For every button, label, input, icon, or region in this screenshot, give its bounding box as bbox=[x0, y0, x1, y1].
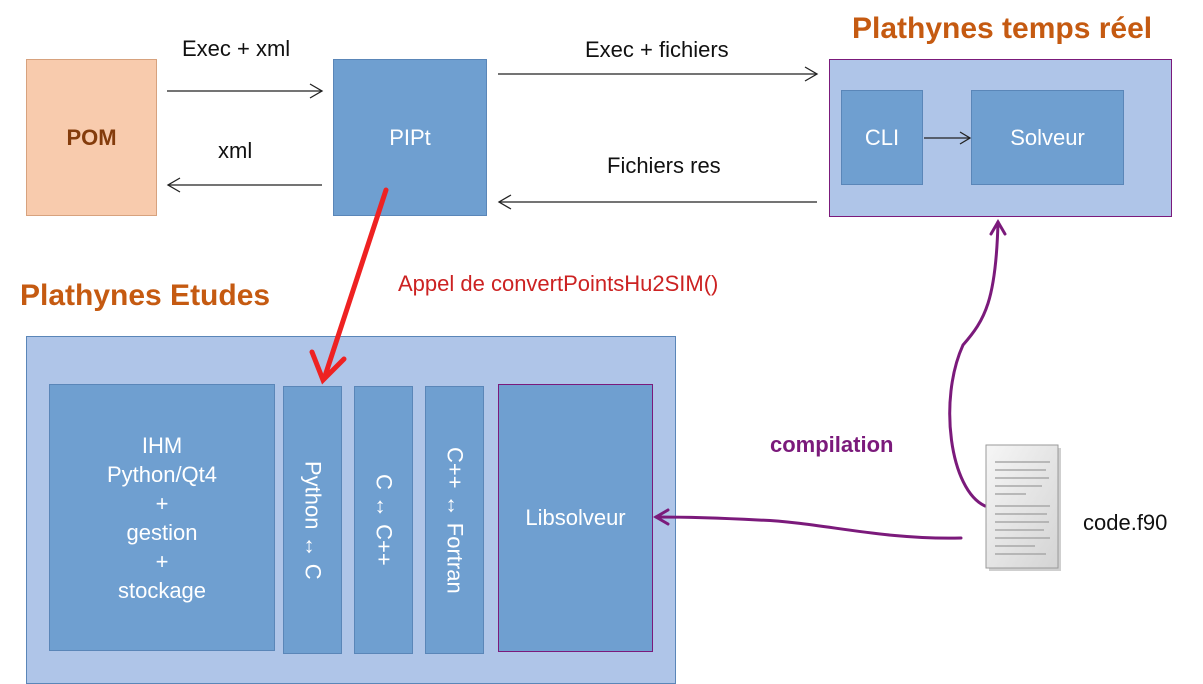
ihm-line: Python/Qt4 bbox=[106, 461, 218, 487]
edge-label-exec-fichiers: Exec + fichiers bbox=[585, 37, 729, 62]
ihm-line: stockage bbox=[117, 577, 207, 603]
arrow-exec-fichiers bbox=[498, 66, 819, 82]
edge-label-exec-xml: Exec + xml bbox=[182, 36, 291, 61]
edge-label-compilation: compilation bbox=[770, 432, 894, 457]
node-solveur-label: Solveur bbox=[1010, 124, 1085, 150]
ihm-line: + bbox=[155, 548, 169, 574]
node-cli-label: CLI bbox=[864, 124, 900, 150]
arrow-fichiers-res bbox=[497, 194, 817, 210]
ihm-line: IHM bbox=[141, 432, 183, 458]
node-pipt-label: PIPt bbox=[389, 124, 431, 150]
edge-label-appel: Appel de convertPointsHu2SIM() bbox=[398, 271, 719, 296]
node-pom[interactable]: POM bbox=[26, 59, 157, 216]
node-pipt[interactable]: PIPt bbox=[333, 59, 487, 216]
document-icon bbox=[985, 444, 1061, 571]
node-python-c[interactable]: Python ↔ C bbox=[283, 386, 342, 654]
node-c-cpp[interactable]: C ↔ C++ bbox=[354, 386, 413, 654]
node-ihm[interactable]: IHM Python/Qt4 + gestion + stockage bbox=[49, 384, 275, 651]
node-cpp-fortran-label: C++ ↔ Fortran bbox=[442, 446, 468, 594]
arrow-compilation-libsolveur bbox=[653, 508, 963, 540]
node-cli[interactable]: CLI bbox=[841, 90, 923, 185]
arrow-appel-red bbox=[309, 187, 389, 385]
node-cpp-fortran[interactable]: C++ ↔ Fortran bbox=[425, 386, 484, 654]
node-pom-label: POM bbox=[66, 124, 117, 150]
arrow-exec-xml bbox=[167, 83, 324, 99]
file-label-code-f90: code.f90 bbox=[1083, 510, 1168, 535]
arrow-compilation-temps-reel bbox=[948, 219, 1007, 508]
edge-label-fichiers-res: Fichiers res bbox=[607, 153, 721, 178]
node-solveur[interactable]: Solveur bbox=[971, 90, 1124, 185]
node-libsolveur[interactable]: Libsolveur bbox=[498, 384, 653, 652]
ihm-line: + bbox=[155, 490, 169, 516]
arrow-cli-solveur bbox=[924, 131, 972, 145]
node-c-cpp-label: C ↔ C++ bbox=[371, 474, 397, 566]
node-libsolveur-label: Libsolveur bbox=[525, 505, 626, 530]
node-python-c-label: Python ↔ C bbox=[300, 460, 326, 580]
group-title-etudes: Plathynes Etudes bbox=[20, 279, 271, 312]
arrow-xml bbox=[166, 177, 322, 193]
edge-label-xml: xml bbox=[218, 138, 253, 163]
group-title-temps-reel: Plathynes temps réel bbox=[852, 12, 1153, 45]
ihm-line: gestion bbox=[126, 519, 198, 545]
